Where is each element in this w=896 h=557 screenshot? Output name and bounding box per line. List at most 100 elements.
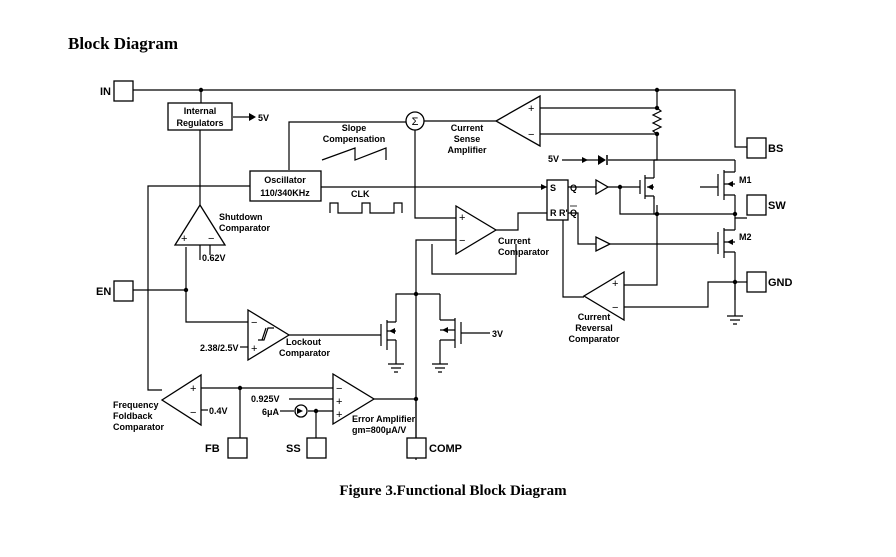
svg-text:FB: FB bbox=[205, 443, 220, 455]
page-title: Block Diagram bbox=[68, 34, 179, 53]
three-v-fet bbox=[439, 316, 462, 348]
reversal-label-line1: Current bbox=[578, 312, 611, 322]
lockout-fet bbox=[380, 316, 397, 350]
sense-resistor bbox=[651, 107, 663, 135]
clk-arrow bbox=[541, 184, 547, 190]
svg-text:−: − bbox=[336, 383, 342, 395]
error-amplifier: − + + bbox=[332, 372, 376, 426]
foldback-label-line3: Comparator bbox=[113, 422, 165, 432]
pin-ss: SS bbox=[286, 437, 327, 459]
svg-text:Q: Q bbox=[570, 208, 577, 218]
svg-text:+: + bbox=[251, 343, 257, 355]
pin-bs: BS bbox=[746, 137, 783, 159]
wires bbox=[133, 89, 747, 460]
svg-text:+: + bbox=[336, 409, 342, 421]
svg-text:SW: SW bbox=[768, 200, 786, 212]
svg-text:S: S bbox=[550, 183, 556, 193]
current-comp-label-line1: Current bbox=[498, 236, 531, 246]
svg-text:−: − bbox=[459, 235, 465, 247]
lockout-label-line2: Comparator bbox=[279, 348, 331, 358]
csa-label-line1: Current bbox=[451, 123, 484, 133]
oscillator-block: Oscillator 110/340KHz bbox=[249, 170, 322, 202]
bs-arrow bbox=[582, 157, 588, 163]
shutdown-comparator: + − bbox=[173, 203, 227, 246]
reversal-label-line3: Comparator bbox=[568, 334, 620, 344]
svg-text:−: − bbox=[208, 233, 214, 245]
regulator-output-arrow bbox=[249, 113, 256, 121]
mosfet-m2 bbox=[717, 228, 735, 258]
svg-text:Q: Q bbox=[570, 183, 577, 193]
foldback-label-line1: Frequency bbox=[113, 400, 159, 410]
ground-symbol-main bbox=[727, 315, 743, 325]
svg-text:Σ: Σ bbox=[412, 116, 419, 128]
reversal-label-line2: Reversal bbox=[575, 323, 613, 333]
high-side-driver bbox=[595, 178, 610, 196]
m1-label: M1 bbox=[739, 175, 752, 185]
svg-text:R': R' bbox=[559, 208, 568, 218]
ground-symbol-3v bbox=[432, 363, 448, 373]
svg-text:+: + bbox=[336, 396, 342, 408]
summing-node: Σ bbox=[405, 111, 425, 131]
slope-label-line1: Slope bbox=[342, 123, 367, 133]
ea-label-line1: Error Amplifier bbox=[352, 414, 416, 424]
svg-text:+: + bbox=[190, 383, 196, 395]
clk-label: CLK bbox=[351, 189, 370, 199]
lockout-label-line1: Lockout bbox=[286, 337, 321, 347]
svg-text:+: + bbox=[459, 212, 465, 224]
svg-text:Oscillator: Oscillator bbox=[264, 175, 306, 185]
pin-fb: FB bbox=[205, 437, 248, 459]
bootstrap-diode bbox=[598, 155, 608, 165]
svg-text:R: R bbox=[550, 208, 557, 218]
ground-symbol-lockout bbox=[388, 363, 404, 373]
pin-gnd: GND bbox=[746, 271, 793, 293]
frequency-foldback-comparator: + − bbox=[160, 373, 202, 427]
pin-comp: COMP bbox=[406, 437, 462, 459]
foldback-label-line2: Foldback bbox=[113, 411, 154, 421]
svg-text:−: − bbox=[251, 317, 257, 329]
svg-text:−: − bbox=[190, 407, 196, 419]
slope-compensation-waveform bbox=[321, 147, 387, 161]
svg-text:+: + bbox=[181, 233, 187, 245]
lockout-comparator: − + bbox=[247, 308, 291, 362]
ea-ref-label: 0.925V bbox=[251, 394, 280, 404]
current-comparator: + − bbox=[455, 204, 498, 256]
current-comp-label-line2: Comparator bbox=[498, 247, 550, 257]
shutdown-label-line2: Comparator bbox=[219, 223, 271, 233]
figure-caption: Figure 3.Functional Block Diagram bbox=[339, 483, 567, 499]
slope-label-line2: Compensation bbox=[323, 134, 386, 144]
svg-text:+: + bbox=[612, 278, 618, 290]
svg-text:COMP: COMP bbox=[429, 443, 462, 455]
svg-text:GND: GND bbox=[768, 277, 793, 289]
current-source-icon bbox=[294, 404, 308, 418]
svg-text:SS: SS bbox=[286, 443, 301, 455]
csa-label-line2: Sense bbox=[454, 134, 481, 144]
three-v-label: 3V bbox=[492, 329, 503, 339]
svg-text:EN: EN bbox=[96, 286, 111, 298]
current-sense-amplifier: + − bbox=[494, 94, 541, 148]
pin-sw: SW bbox=[746, 194, 786, 216]
foldback-ref-label: 0.4V bbox=[209, 406, 228, 416]
low-side-driver bbox=[595, 235, 612, 253]
csa-label-line3: Amplifier bbox=[447, 145, 487, 155]
mosfet-m1 bbox=[700, 170, 735, 200]
ea-label-line2: gm=800μA/V bbox=[352, 425, 406, 435]
pin-in: IN bbox=[100, 80, 134, 102]
sr-latch: S Q R R' Q bbox=[546, 179, 577, 221]
svg-text:Regulators: Regulators bbox=[176, 118, 223, 128]
svg-text:BS: BS bbox=[768, 143, 783, 155]
m2-label: M2 bbox=[739, 232, 752, 242]
lockout-ref-label: 2.38/2.5V bbox=[200, 343, 239, 353]
current-reversal-comparator: + − bbox=[582, 270, 625, 322]
svg-text:−: − bbox=[612, 302, 618, 314]
ss-current-label: 6μA bbox=[262, 407, 280, 417]
svg-text:IN: IN bbox=[100, 86, 111, 98]
sense-fet bbox=[639, 175, 655, 199]
csa-plus: + bbox=[528, 103, 534, 115]
shutdown-ref-label: 0.62V bbox=[202, 253, 226, 263]
svg-text:Internal: Internal bbox=[184, 106, 217, 116]
bs-5v-label: 5V bbox=[548, 154, 559, 164]
regulator-output-label: 5V bbox=[258, 113, 269, 123]
internal-regulators-block: Internal Regulators bbox=[167, 102, 233, 131]
pin-en: EN bbox=[96, 280, 134, 302]
